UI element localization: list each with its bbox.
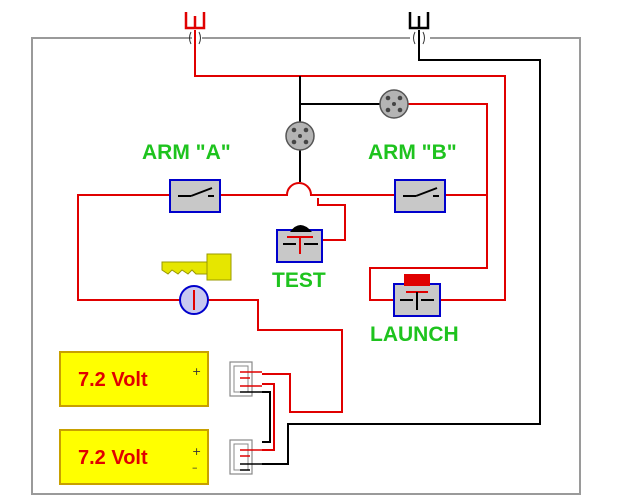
- test-label: TEST: [272, 269, 326, 292]
- arm-b-label: ARM "B": [368, 141, 457, 164]
- igniter-clip-red: [184, 12, 206, 45]
- wire-black-battery1: [262, 391, 271, 443]
- battery-2: 7.2 Volt + –: [59, 429, 209, 485]
- pushbutton-icon: [276, 225, 323, 263]
- wire-red-test: [317, 198, 346, 241]
- connector-plug-icon: [285, 121, 315, 151]
- battery-minus: –: [192, 461, 198, 474]
- battery-label: 7.2 Volt: [78, 369, 148, 391]
- toggle-switch-icon: [169, 179, 221, 213]
- wire-red-plug2: [408, 103, 488, 196]
- battery-clip-icon: [229, 361, 262, 397]
- wire-red-main: [194, 30, 506, 301]
- igniter-clip-black: [408, 12, 430, 45]
- pushbutton-icon: [393, 274, 441, 317]
- wire-black-main: [262, 30, 541, 465]
- wire-red-left-loop: [77, 194, 180, 301]
- launch-label: LAUNCH: [370, 323, 459, 346]
- wire-black-plugs: [299, 76, 380, 122]
- arm-a-label: ARM "A": [142, 141, 231, 164]
- battery-clip-icon: [229, 439, 262, 475]
- wire-red-key-right: [208, 299, 343, 413]
- enclosure-frame: [31, 37, 581, 495]
- battery-plus: +: [192, 365, 201, 378]
- battery-1: 7.2 Volt +: [59, 351, 209, 407]
- battery-label: 7.2 Volt: [78, 447, 148, 469]
- wire-red-launch-left: [369, 195, 488, 301]
- wire-red-arm-row: [220, 182, 395, 196]
- keyswitch-icon: [179, 285, 209, 315]
- wire-red-battery-link: [262, 383, 275, 451]
- key-icon: [161, 253, 232, 281]
- connector-plug-icon: [379, 89, 409, 119]
- battery-plus: +: [192, 445, 201, 458]
- toggle-switch-icon: [394, 179, 446, 213]
